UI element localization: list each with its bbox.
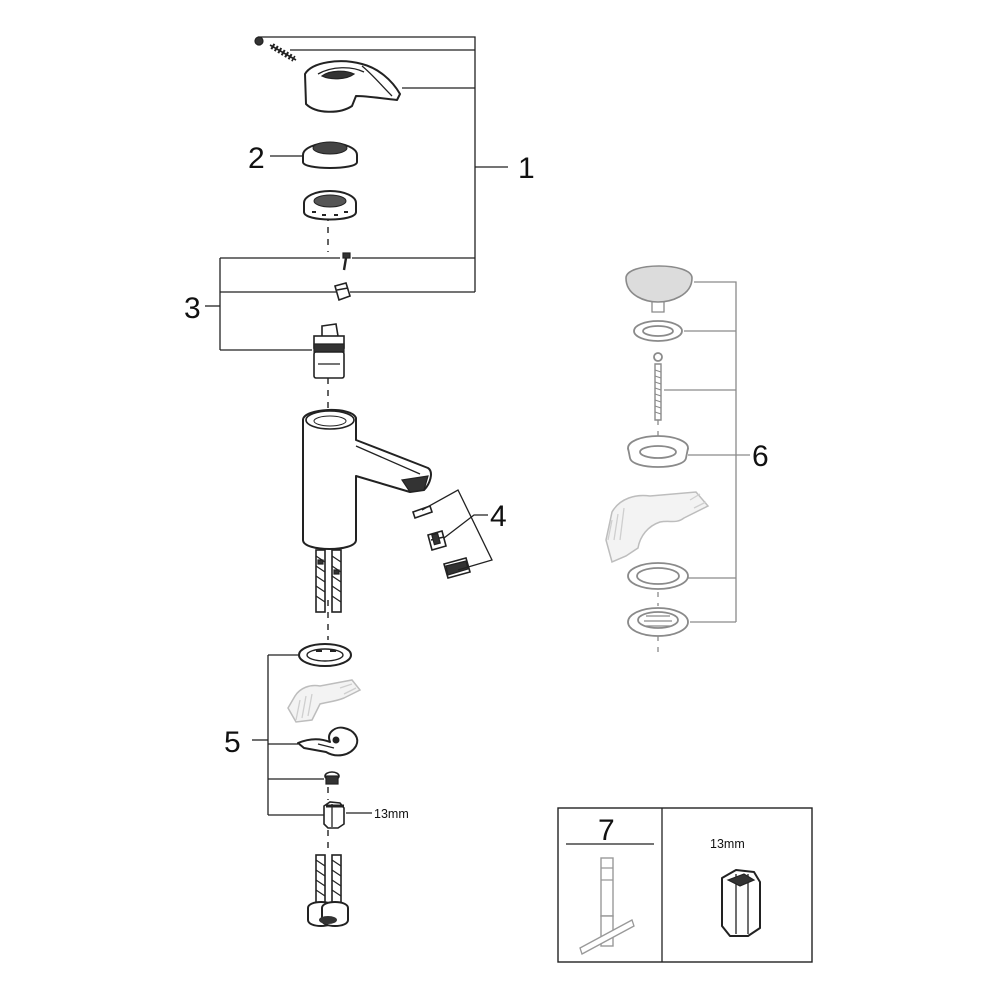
cartridge [313, 323, 345, 379]
washer-nut [324, 771, 340, 785]
drain-seal-ring [633, 320, 683, 342]
leader-lines-1 [258, 36, 508, 293]
mounting-bracket [297, 726, 359, 757]
countertop-section [287, 679, 362, 723]
leader-lines-6 [664, 281, 750, 623]
o-ring-base [298, 643, 352, 667]
label-part-4: 4 [490, 500, 507, 533]
label-part-2: 2 [248, 142, 265, 175]
label-tool-size: 13mm [710, 837, 745, 851]
lever-handle [304, 60, 401, 113]
aerator-washer [411, 504, 434, 520]
faucet-body [302, 408, 432, 550]
handle-screw [254, 36, 297, 62]
drain-flange [627, 435, 689, 468]
leader-lines-4 [421, 489, 493, 571]
leader-lines-5 [252, 654, 372, 816]
cartridge-screw [342, 252, 351, 271]
label-part-3: 3 [184, 292, 201, 325]
aerator-insert [427, 530, 447, 551]
label-part-1: 1 [518, 152, 535, 185]
socket-13mm [721, 869, 761, 937]
label-part-6: 6 [752, 440, 769, 473]
drain-rod [653, 352, 663, 421]
cover-ring [302, 141, 358, 169]
drain-gasket [627, 562, 689, 590]
basin-section [605, 491, 710, 564]
hose-connectors [307, 854, 349, 927]
label-part-5: 5 [224, 726, 241, 759]
label-nut-size: 13mm [374, 807, 409, 821]
aerator-housing [443, 557, 471, 579]
drain-nut [627, 607, 689, 637]
hex-key-tool [579, 857, 635, 955]
adapter-piece [334, 282, 351, 302]
label-part-7: 7 [598, 814, 615, 847]
ring-nut [303, 190, 357, 221]
leader-lines-3 [205, 257, 340, 351]
drain-cap [625, 265, 693, 313]
hex-nut-13mm [323, 801, 345, 829]
supply-hoses [315, 549, 342, 613]
